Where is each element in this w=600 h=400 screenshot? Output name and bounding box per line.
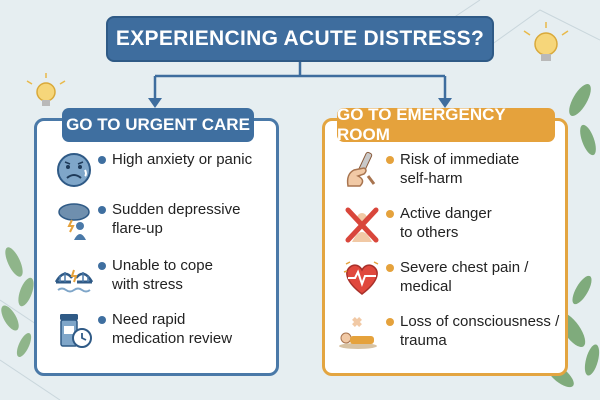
list-item: Need rapid medication review: [54, 310, 232, 350]
lightbulb-icon: [26, 73, 66, 106]
arrow-down-left: [148, 98, 162, 108]
flow-connector: [148, 62, 452, 108]
list-item: Unable to cope with stress: [54, 256, 213, 296]
anxious-face-icon: [57, 153, 91, 187]
x-person-icon: [345, 207, 379, 243]
urgent-care-header: GO TO URGENT CARE: [62, 108, 254, 142]
hand-blade-icon: [346, 151, 376, 187]
heart-ecg-icon: [343, 261, 379, 295]
lying-person-bandage-icon: [339, 317, 377, 349]
leaf-decoration-left: [1, 247, 34, 357]
page-title-box: EXPERIENCING ACUTE DISTRESS?: [106, 16, 494, 62]
broken-bridge-icon: [54, 269, 94, 293]
pill-bottle-clock-icon: [60, 314, 92, 348]
lightbulb-icon: [523, 22, 569, 61]
list-item: Loss of consciousness / trauma: [334, 312, 559, 352]
arrow-down-right: [438, 98, 452, 108]
emergency-room-header: GO TO EMERGENCY ROOM: [337, 105, 555, 144]
list-item: Active danger to others: [342, 204, 492, 244]
list-item: Severe chest pain / medical: [342, 258, 528, 298]
list-item: Sudden depressive flare-up: [54, 200, 240, 240]
page-title: EXPERIENCING ACUTE DISTRESS?: [115, 27, 485, 50]
list-item: Risk of immediate self-harm: [342, 150, 519, 190]
storm-cloud-person-icon: [58, 203, 90, 240]
list-item: High anxiety or panic: [54, 150, 252, 190]
